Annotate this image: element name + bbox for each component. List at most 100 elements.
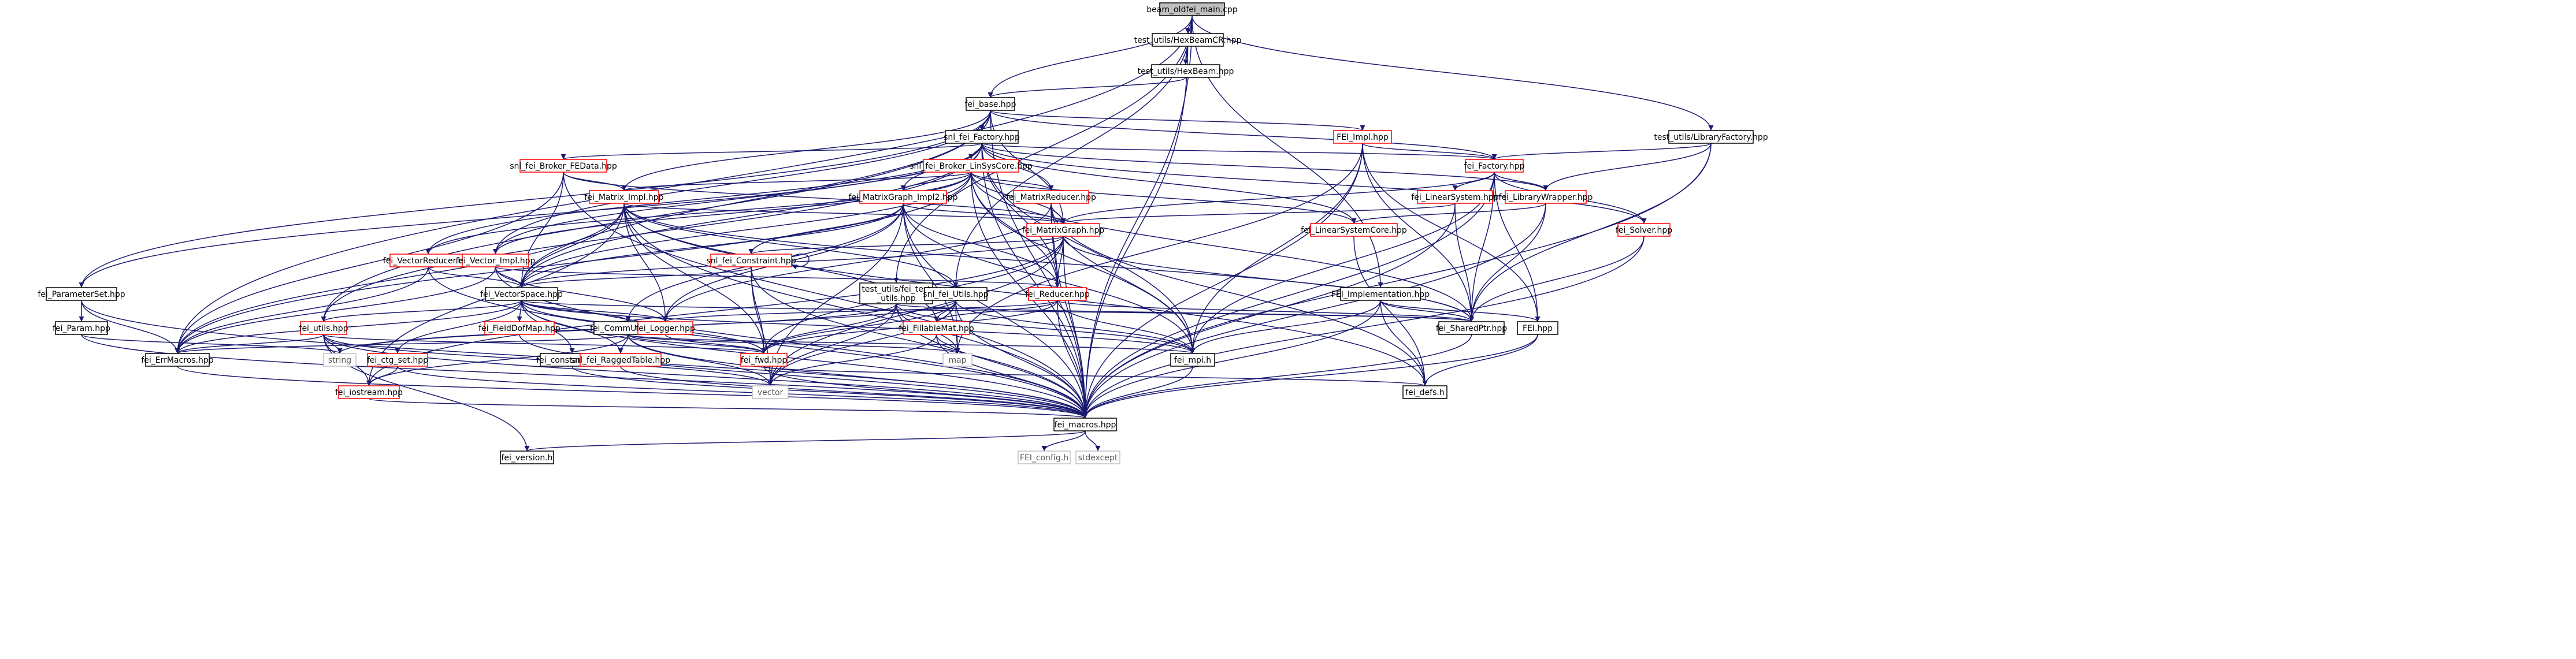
node-fei-mpi-h[interactable]: fei_mpi.h: [1170, 353, 1215, 367]
node-fei-LinearSystemCore-hpp[interactable]: fei_LinearSystemCore.hpp: [1301, 223, 1407, 237]
node-test-utils-HexBeam-hpp[interactable]: test_utils/HexBeam.hpp: [1138, 64, 1234, 78]
node-label: _utils.hpp: [876, 294, 916, 303]
node-snl-fei-Factory-hpp[interactable]: snl_fei_Factory.hpp: [944, 130, 1020, 144]
node-fei-VectorSpace-hpp[interactable]: fei_VectorSpace.hpp: [480, 287, 563, 301]
node-box: [942, 353, 973, 367]
node-label: fei_Logger.hpp: [636, 324, 695, 333]
node-fei-Reducer-hpp[interactable]: fei_Reducer.hpp: [1025, 287, 1090, 301]
nodes-layer: beam_oldfei_main.cpp test_utils/HexBeamCR…: [38, 2, 1768, 464]
node-box: [46, 287, 117, 301]
node-fei-Logger-hpp[interactable]: fei_Logger.hpp: [636, 321, 695, 335]
edge-fei-base-hpp-to-fei-Factory-hpp: [990, 110, 1497, 160]
node-fei-VectorReducer-hpp[interactable]: fei_VectorReducer.hpp: [383, 254, 474, 267]
node-fei-ctg-set-hpp[interactable]: fei_ctg_set.hpp: [367, 353, 428, 367]
node-box: [1075, 450, 1120, 464]
edge-fei-VectorSpace-hpp-to-fei-ctg-set-hpp: [395, 300, 522, 354]
node-fei-LinearSystem-hpp[interactable]: fei_LinearSystem.hpp: [1411, 190, 1499, 204]
node-fei-MatrixGraph-Impl2-hpp[interactable]: fei_MatrixGraph_Impl2.hpp: [849, 190, 958, 204]
node-fei-LibraryWrapper-hpp[interactable]: fei_LibraryWrapper.hpp: [1499, 190, 1593, 204]
edge-fei-Reducer-hpp-to-fei-macros-hpp: [1057, 300, 1088, 419]
node-snl-fei-Broker-LinSysCore-hpp[interactable]: snl_fei_Broker_LinSysCore.hpp: [910, 159, 1033, 173]
node-fei-fwd-hpp[interactable]: fei_fwd.hpp: [740, 353, 788, 367]
edge-snl-fei-Factory-hpp-to-snl-fei-Broker-FEData-hpp: [561, 143, 982, 160]
node-box: [338, 385, 400, 399]
node-fei-FieldDofMap-hpp[interactable]: fei_FieldDofMap.hpp: [478, 321, 561, 335]
node-label: snl_fei_Broker_LinSysCore.hpp: [910, 162, 1033, 171]
edge-fei-LibraryWrapper-hpp-to-fei-macros-hpp: [1082, 203, 1546, 419]
node-fei-ErrMacros-hpp[interactable]: fei_ErrMacros.hpp: [141, 353, 214, 367]
node-fei-base-hpp[interactable]: fei_base.hpp: [965, 97, 1016, 111]
node-fei-version-h[interactable]: fei_version.h: [500, 450, 554, 464]
node-fei-utils-hpp[interactable]: fei_utils.hpp: [299, 321, 348, 335]
node-FEI-hpp[interactable]: FEI.hpp: [1517, 321, 1558, 335]
node-label: beam_oldfei_main.cpp: [1146, 5, 1238, 14]
edge-test-utils-HexBeamCR-hpp-to-fei-macros-hpp: [1082, 46, 1189, 419]
edge-fei-base-hpp-to-fei-MatrixGraph-hpp: [990, 110, 1066, 224]
node-test-utils-LibraryFactory-hpp[interactable]: test_utils/LibraryFactory.hpp: [1654, 130, 1768, 144]
node-fei-MatrixReducer-hpp[interactable]: fei_MatrixReducer.hpp: [1006, 190, 1096, 204]
edge-snl-fei-Broker-FEData-hpp-to-fei-MatrixGraph-hpp: [563, 172, 1066, 224]
node-FEI-Implementation-hpp[interactable]: FEI_Implementation.hpp: [1331, 287, 1430, 301]
node-label: fei_version.h: [501, 453, 552, 463]
edge-fei-Matrix-Impl-hpp-to-fei-macros-hpp: [623, 203, 1088, 419]
node-box: [1333, 130, 1392, 144]
node-snl-fei-Constraint-hpp[interactable]: snl_fei_Constraint.hpp: [706, 254, 796, 267]
edge-fei-MatrixGraph-hpp-to-fei-VectorSpace-hpp: [519, 236, 1064, 288]
node-box: [1505, 190, 1587, 204]
edge-fei-Factory-hpp-to-fei-SharedPtr-hpp: [1469, 172, 1495, 322]
edge-fei-Solver-hpp-to-fei-macros-hpp: [1082, 236, 1645, 419]
edge-FEI-Implementation-hpp-to-FEI-hpp: [1380, 300, 1541, 322]
edge-FEI-Implementation-hpp-to-fei-defs-h: [1380, 300, 1428, 386]
node-snl-fei-RaggedTable-hpp[interactable]: snl_fei_RaggedTable.hpp: [571, 353, 670, 367]
edge-fei-LibraryWrapper-hpp-to-fei-LinearSystemCore-hpp: [1351, 203, 1546, 224]
node-fei-Factory-hpp[interactable]: fei_Factory.hpp: [1464, 159, 1525, 173]
node-label: fei_Vector_Impl.hpp: [456, 256, 536, 266]
edge-fei-macros-hpp-to-stdexcept: [1085, 430, 1101, 452]
edge-fei-VectorReducer-hpp-to-fei-ErrMacros-hpp: [175, 266, 429, 354]
node-fei-iostream-hpp[interactable]: fei_iostream.hpp: [335, 385, 403, 399]
node-test-utils-fei-test-utils-hpp[interactable]: test_utils/fei_test_utils.hpp: [859, 282, 933, 304]
edge-test-utils-HexBeam-hpp-to-fei-base-hpp: [988, 77, 1186, 98]
edge-fei-VectorReducer-hpp-to-fei-VectorSpace-hpp: [428, 266, 524, 288]
node-snl-fei-Broker-FEData-hpp[interactable]: snl_fei_Broker_FEData.hpp: [510, 159, 617, 173]
node-beam-oldfei-main-cpp[interactable]: beam_oldfei_main.cpp: [1146, 2, 1238, 16]
node-fei-macros-hpp[interactable]: fei_macros.hpp: [1053, 418, 1117, 431]
node-fei-Matrix-Impl-hpp[interactable]: fei_Matrix_Impl.hpp: [584, 190, 664, 204]
edge-fei-Factory-hpp-to-fei-macros-hpp: [1082, 172, 1495, 419]
node-box: [323, 353, 357, 367]
edge-fei-Matrix-Impl-hpp-to-fei-VectorSpace-hpp: [519, 203, 625, 288]
node-box: [519, 159, 607, 173]
node-label: FEI_Impl.hpp: [1337, 133, 1389, 142]
edge-fei-FillableMat-hpp-to-vector: [767, 334, 937, 386]
node-fei-Solver-hpp[interactable]: fei_Solver.hpp: [1616, 223, 1672, 237]
edge-fei-Matrix-Impl-hpp-to-fei-MatrixGraph-hpp: [623, 203, 1066, 224]
node-fei-FillableMat-hpp[interactable]: fei_FillableMat.hpp: [899, 321, 974, 335]
edge-fei-Reducer-hpp-to-fei-mpi-h: [1057, 300, 1196, 354]
node-snl-fei-Utils-hpp[interactable]: snl_fei_Utils.hpp: [923, 287, 989, 301]
node-fei-Param-hpp[interactable]: fei_Param.hpp: [53, 321, 110, 335]
node-fei-ParameterSet-hpp[interactable]: fei_ParameterSet.hpp: [38, 287, 125, 301]
edge-fei-LinearSystem-hpp-to-fei-macros-hpp: [1082, 203, 1456, 419]
edge-fei-Reducer-hpp-to-fei-Logger-hpp: [663, 300, 1058, 322]
edge-fei-Factory-hpp-to-fei-LibraryWrapper-hpp: [1494, 172, 1549, 191]
node-fei-defs-h[interactable]: fei_defs.h: [1402, 385, 1447, 399]
node-box: [1517, 321, 1558, 335]
edge-snl-fei-Broker-FEData-hpp-to-fei-VectorSpace-hpp: [519, 172, 564, 288]
node-box: [859, 282, 933, 304]
node-fei-SharedPtr-hpp[interactable]: fei_SharedPtr.hpp: [1436, 321, 1507, 335]
edge-fei-ErrMacros-hpp-to-fei-macros-hpp: [177, 366, 1088, 419]
node-label: snl_fei_Constraint.hpp: [706, 256, 796, 266]
edge-FEI-Impl-hpp-to-fei-macros-hpp: [1082, 143, 1363, 419]
edge-fei-Reducer-hpp-to-fei-FillableMat-hpp: [934, 300, 1058, 322]
node-label: fei_LibraryWrapper.hpp: [1499, 193, 1593, 202]
edge-beam-oldfei-main-cpp-to-fei-base-hpp: [988, 15, 1193, 98]
node-test-utils-HexBeamCR-hpp[interactable]: test_utils/HexBeamCR.hpp: [1134, 33, 1242, 47]
node-box: [1170, 353, 1215, 367]
edge-fei-utils-hpp-to-fei-fwd-hpp: [323, 334, 767, 354]
node-fei-MatrixGraph-hpp[interactable]: fei_MatrixGraph.hpp: [1022, 223, 1105, 237]
node-box: [367, 353, 428, 367]
node-FEI-Impl-hpp[interactable]: FEI_Impl.hpp: [1333, 130, 1392, 144]
node-fei-Vector-Impl-hpp[interactable]: fei_Vector_Impl.hpp: [456, 254, 536, 267]
edge-snl-fei-Constraint-hpp-to-fei-VectorSpace-hpp: [519, 266, 752, 288]
edge-snl-fei-Broker-LinSysCore-hpp-to-fei-SharedPtr-hpp: [970, 172, 1474, 322]
